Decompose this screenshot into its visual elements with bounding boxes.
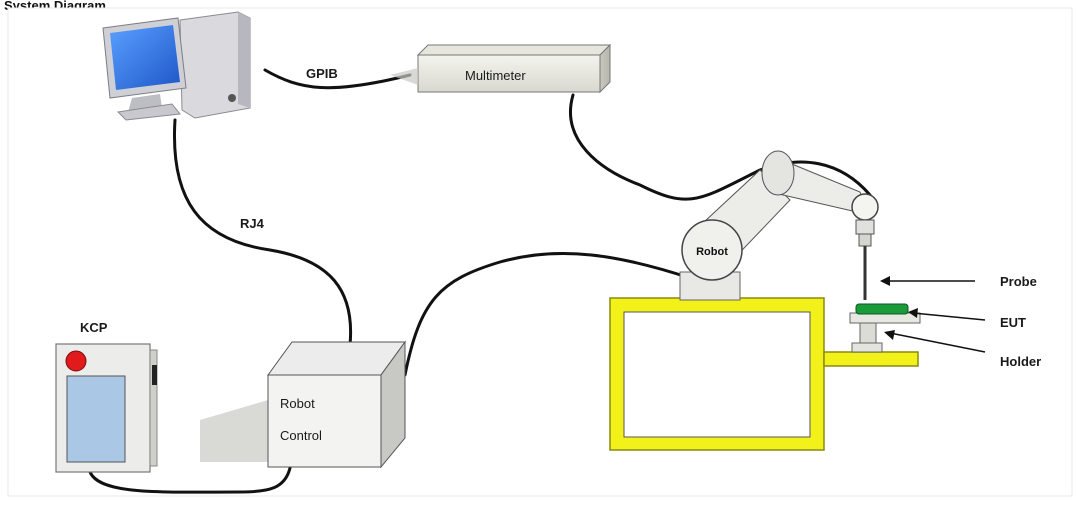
eut-arrow	[912, 312, 986, 321]
holder-arrow	[889, 332, 986, 353]
multimeter-probe-cable	[569, 93, 872, 201]
kcp-label: KCP	[80, 320, 108, 335]
eut-label: EUT	[1000, 315, 1026, 330]
computer-icon	[102, 11, 251, 121]
robot-control-label-line2: Control	[280, 428, 322, 443]
robot-arm: Robot	[679, 150, 879, 301]
kcp-cable	[88, 466, 292, 494]
robot-control-box: Robot Control	[200, 340, 406, 469]
robot-control-label-line1: Robot	[280, 396, 315, 411]
robot-label: Robot	[696, 246, 728, 258]
multimeter-label: Multimeter	[465, 68, 526, 83]
holder-label: Holder	[1000, 354, 1041, 369]
gpib-label: GPIB	[306, 66, 338, 81]
rj4-label: RJ4	[240, 216, 265, 231]
kcp-pendant	[55, 343, 158, 473]
emergency-stop-icon	[65, 350, 87, 372]
rj4-cable	[172, 118, 353, 347]
gpib-cable	[263, 68, 412, 90]
eut-holder-assembly	[849, 303, 921, 353]
multimeter-device: Multimeter	[390, 43, 612, 94]
robot-control-cable	[403, 251, 692, 377]
test-table	[609, 297, 919, 451]
probe-label: Probe	[1000, 274, 1037, 289]
kcp-screen	[66, 375, 126, 463]
